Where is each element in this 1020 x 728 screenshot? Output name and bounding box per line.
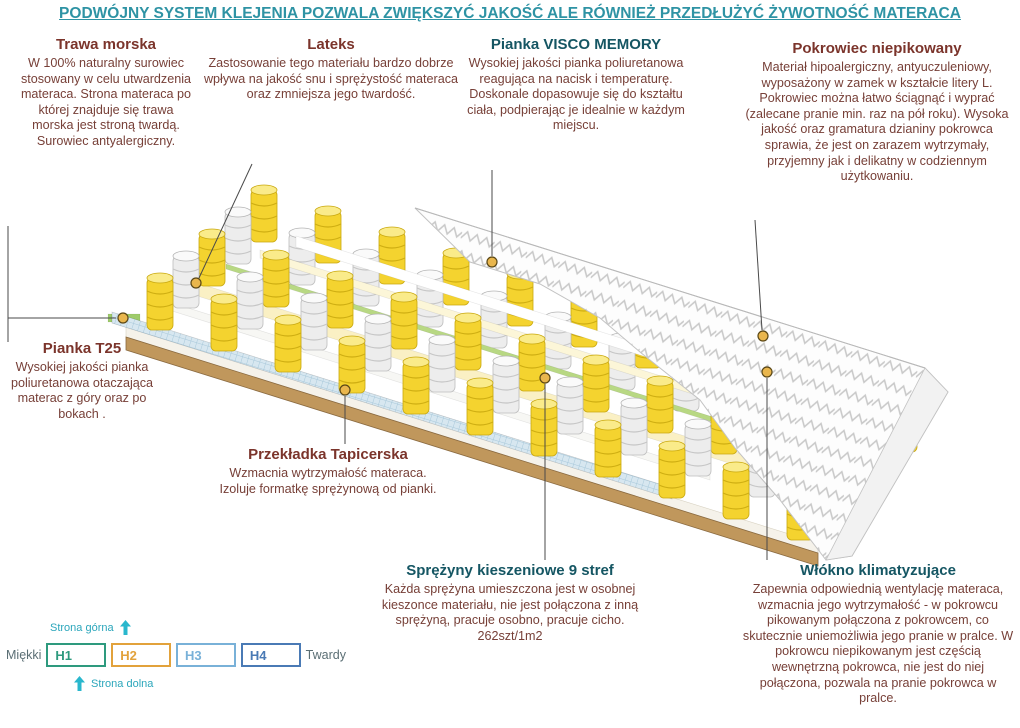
callout-body-line1: Wzmacnia wytrzymałość materaca. bbox=[229, 466, 427, 480]
top-side-row: Strona górna bbox=[50, 620, 346, 635]
hard-label: Twardy bbox=[305, 648, 346, 662]
hardness-level-label: H2 bbox=[120, 647, 137, 663]
callout-wlokno-klimatyzujace: Włókno klimatyzujące Zapewnia odpowiedni… bbox=[740, 562, 1016, 707]
hardness-level-h2: H2 bbox=[111, 643, 172, 667]
callout-title: Pianka T25 bbox=[42, 340, 122, 357]
callout-body: Zastosowanie tego materiału bardzo dobrz… bbox=[203, 56, 459, 102]
callout-body-line2: Izoluje formatkę sprężynową od pianki. bbox=[219, 481, 437, 496]
line-lateks bbox=[198, 163, 253, 279]
hardness-level-label: H4 bbox=[249, 647, 267, 663]
hardness-levels-row: Miękki H1 H2 H3 H4 Twardy bbox=[6, 643, 346, 667]
cover bbox=[414, 207, 949, 561]
hardness-level-h4: H4 bbox=[240, 643, 301, 667]
dot-lateks bbox=[190, 277, 202, 289]
callout-przekladka-tapicerska: Przekładka Tapicerska Wzmacnia wytrzymał… bbox=[208, 446, 448, 497]
soft-label: Miękki bbox=[6, 648, 42, 662]
callout-title: Sprężyny kieszeniowe 9 stref bbox=[406, 562, 614, 579]
callout-title: Przekładka Tapicerska bbox=[248, 446, 408, 463]
hardness-level-label: H3 bbox=[185, 647, 202, 663]
callout-body: Każda sprężyna umieszczona jest w osobne… bbox=[381, 582, 639, 628]
bottom-side-label: Strona dolna bbox=[91, 677, 154, 690]
dot-wlokno bbox=[761, 366, 773, 378]
callout-title: Pianka VISCO MEMORY bbox=[490, 36, 662, 53]
arrow-up-icon bbox=[119, 620, 131, 635]
line-trawa-t25 bbox=[7, 226, 116, 342]
dot-pokrowiec bbox=[757, 330, 769, 342]
callout-pianka-t25: Pianka T25 Wysokiej jakości pianka poliu… bbox=[0, 340, 164, 422]
callout-pokrowiec-niepikowany: Pokrowiec niepikowany Materiał hipoalerg… bbox=[740, 40, 1014, 185]
dot-przekladka bbox=[339, 384, 351, 396]
arrow-up-icon bbox=[74, 676, 85, 691]
callout-body: Wysokiej jakości pianka poliuretanowa ot… bbox=[10, 360, 154, 421]
cover-right-end-cap bbox=[825, 367, 949, 561]
dot-sprezyny bbox=[539, 372, 551, 384]
callout-body: Materiał hipoalergiczny, antyuczuleniowy… bbox=[745, 60, 1009, 184]
callout-lateks: Lateks Zastosowanie tego materiału bardz… bbox=[198, 36, 464, 103]
dot-visco bbox=[486, 256, 498, 268]
callout-dots bbox=[117, 256, 773, 396]
line-pokrowiec bbox=[754, 219, 763, 331]
callout-title: Włókno klimatyzujące bbox=[800, 562, 956, 579]
bottom-side-row: Strona dolna bbox=[74, 676, 346, 691]
top-side-label: Strona górna bbox=[50, 621, 114, 634]
hardness-level-h1: H1 bbox=[46, 643, 107, 667]
callout-title: Trawa morska bbox=[55, 36, 157, 53]
callout-sprezyny-kieszeniowe: Sprężyny kieszeniowe 9 stref Każda spręż… bbox=[372, 562, 648, 644]
cover-zigzag-pattern bbox=[415, 208, 948, 560]
callout-body: Zapewnia odpowiednią wentylację materaca… bbox=[742, 582, 1014, 706]
callout-lines bbox=[7, 163, 768, 560]
callout-title: Lateks bbox=[307, 36, 355, 53]
callout-body: Wysokiej jakości pianka poliuretanowa re… bbox=[467, 56, 685, 133]
callout-body: W 100% naturalny surowiec stosowany w ce… bbox=[20, 56, 192, 149]
hardness-level-h3: H3 bbox=[176, 643, 236, 667]
dot-trawa-t25 bbox=[117, 312, 129, 324]
hardness-level-label: H1 bbox=[55, 647, 73, 663]
spring-count: 262szt/1m2 bbox=[477, 628, 543, 643]
callout-pianka-visco-memory: Pianka VISCO MEMORY Wysokiej jakości pia… bbox=[466, 36, 686, 134]
callout-trawa-morska: Trawa morska W 100% naturalny surowiec s… bbox=[18, 36, 194, 150]
hardness-scale: Strona górna Miękki H1 H2 H3 H4 Twardy S… bbox=[6, 620, 346, 691]
page-title: PODWÓJNY SYSTEM KLEJENIA POZWALA ZWIĘKSZ… bbox=[59, 5, 961, 22]
callout-title: Pokrowiec niepikowany bbox=[792, 40, 962, 57]
